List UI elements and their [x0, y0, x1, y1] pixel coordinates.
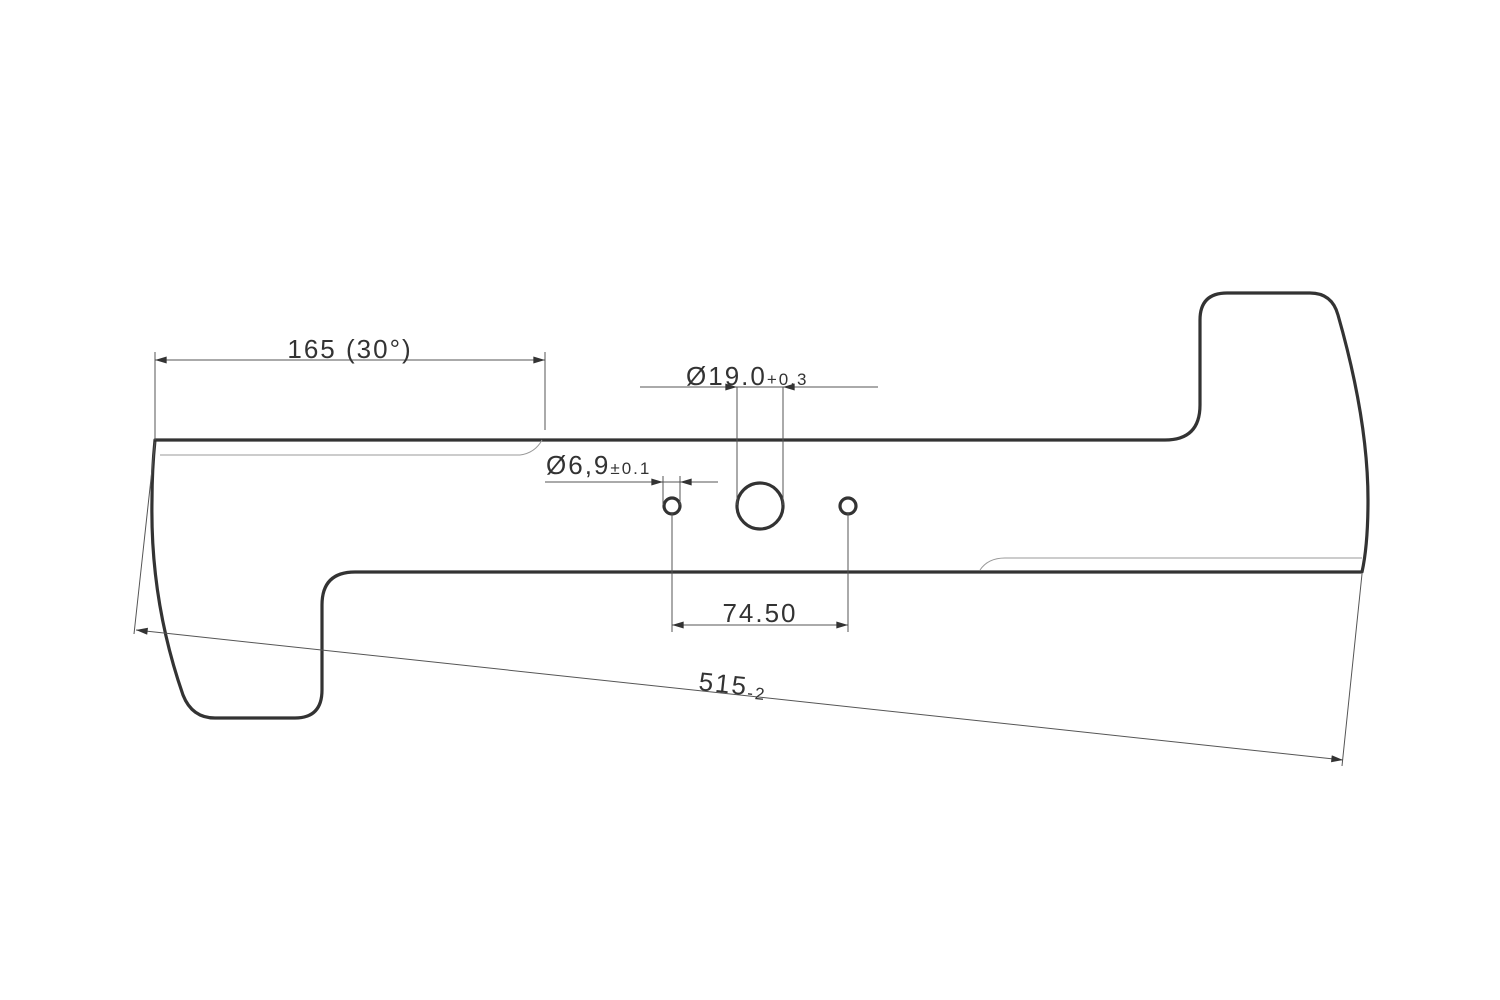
blade-outline — [150, 291, 1370, 720]
svg-text:74.50: 74.50 — [722, 598, 797, 628]
dimension-bevel-length: 165 (30°) — [154, 334, 546, 440]
bolt-hole-left — [662, 496, 682, 516]
bevel-line-right — [979, 557, 1362, 571]
bolt-hole-right — [838, 496, 858, 516]
svg-text:165 (30°): 165 (30°) — [287, 334, 412, 364]
dimension-hole-spacing: 74.50 — [671, 512, 849, 632]
svg-text:Ø6,9±0.1: Ø6,9±0.1 — [546, 450, 651, 480]
svg-text:Ø19.0+0.3: Ø19.0+0.3 — [686, 361, 808, 391]
dimension-bolt-hole: Ø6,9±0.1 — [545, 450, 718, 505]
bevel-line-left — [160, 439, 543, 456]
dimension-overall-length: 515-2 — [133, 441, 1363, 767]
svg-text:515-2: 515-2 — [697, 666, 768, 704]
center-hole — [735, 481, 785, 531]
dimension-center-hole: Ø19.0+0.3 — [640, 361, 878, 505]
